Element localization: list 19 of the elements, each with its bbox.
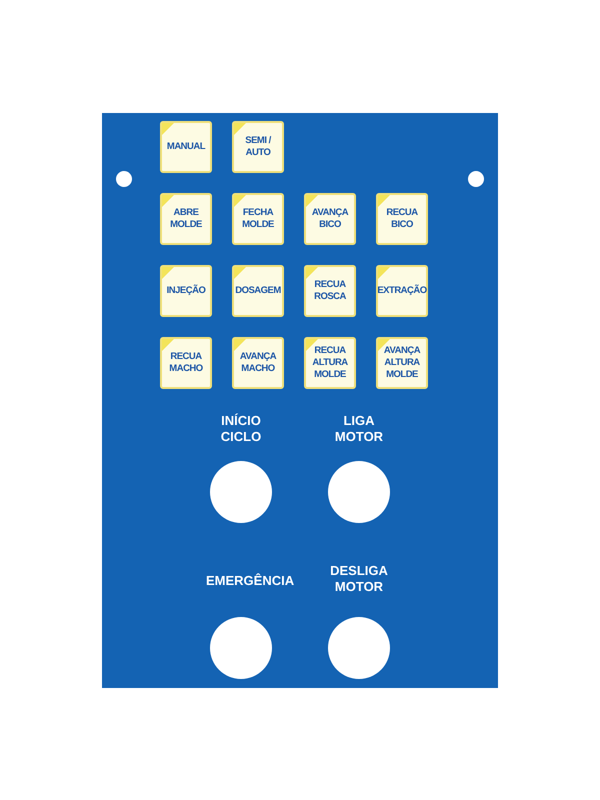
button-label: EMERGÊNCIA — [205, 573, 296, 589]
keypad-button: DOSAGEM — [232, 265, 284, 317]
keypad-button: MANUAL — [160, 121, 212, 173]
keypad-button: RECUA ALTURA MOLDE — [304, 337, 356, 389]
button-label: INÍCIO CICLO — [220, 413, 262, 445]
keypad-button: RECUA BICO — [376, 193, 428, 245]
keypad-button: FECHA MOLDE — [232, 193, 284, 245]
control-panel — [102, 113, 498, 688]
keypad-button: AVANÇA BICO — [304, 193, 356, 245]
keypad-button: SEMI / AUTO — [232, 121, 284, 173]
keypad-button: AVANÇA ALTURA MOLDE — [376, 337, 428, 389]
keypad-button: RECUA MACHO — [160, 337, 212, 389]
keypad-button: AVANÇA MACHO — [232, 337, 284, 389]
keypad-button: ABRE MOLDE — [160, 193, 212, 245]
button-label: DESLIGA MOTOR — [329, 563, 389, 595]
keypad-button: INJEÇÃO — [160, 265, 212, 317]
keypad-button: EXTRAÇÃO — [376, 265, 428, 317]
keypad-button: RECUA ROSCA — [304, 265, 356, 317]
button-label: LIGA MOTOR — [334, 413, 384, 445]
